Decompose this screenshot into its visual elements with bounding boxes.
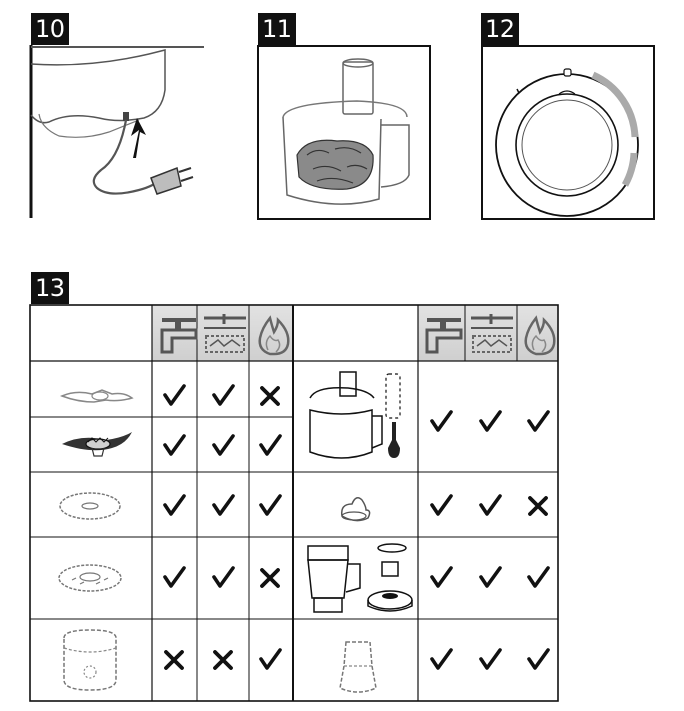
power-cord [92,119,160,195]
dishwasher-top-rack-icon [425,318,463,354]
speed-range-arc [591,71,639,138]
appliance-base-outline [30,49,166,124]
up-arrow-icon [131,118,146,158]
figure-13-label: 13 [31,272,69,304]
check-mark-icon [259,434,282,456]
cross-mark-icon [260,386,280,406]
check-mark-icon [259,494,282,516]
figure-11-label: 11 [258,13,296,45]
check-mark-icon [212,384,235,406]
bowl-lid [282,100,408,118]
check-mark-icon [430,648,453,670]
check-mark-icon [163,434,186,456]
dishwasher-top-rack-icon [160,318,198,354]
check-mark-icon [212,494,235,516]
check-mark-icon [163,566,186,588]
cleaning-marks [163,384,550,670]
dial-zero-marker [563,68,572,77]
bowl-lid-pusher-spatula-icon [309,371,401,459]
emulsifying-disc-icon [340,497,371,522]
check-mark-icon [430,410,453,432]
check-mark-icon [479,410,502,432]
dishwasher-bottom-rack-icon [204,314,246,353]
check-mark-icon [212,566,235,588]
cord-outlet [123,112,129,121]
cross-mark-icon [528,496,548,516]
dishwasher-bottom-rack-icon [471,314,513,353]
figure-10-label: 10 [31,13,69,45]
figure-11-illustration [257,45,431,220]
plug-icon [150,166,182,195]
check-mark-icon [163,494,186,516]
check-mark-icon [527,648,550,670]
check-mark-icon [527,566,550,588]
blender-jug-set-icon [307,543,413,613]
check-mark-icon [479,566,502,588]
hand-wash-flame-icon [524,315,556,356]
check-mark-icon [479,648,502,670]
hand-wash-flame-icon [258,315,290,356]
figure-10-illustration [29,40,204,220]
check-mark-icon [259,648,282,670]
processor-bowl-icon [63,629,117,691]
cross-mark-icon [213,650,233,670]
check-mark-icon [163,384,186,406]
slicing-disc-icon [59,492,121,520]
cross-mark-icon [260,568,280,588]
blade-knife-large-icon [62,432,132,457]
chopped-food [296,139,374,190]
blade-knife-small-icon [59,389,134,403]
cross-mark-icon [164,650,184,670]
check-mark-icon [212,434,235,456]
mini-chopper-bowl-icon [339,641,377,693]
bowl-handle [380,124,410,188]
check-mark-icon [479,494,502,516]
grating-disc-icon [58,564,122,592]
figure-12-label: 12 [481,13,519,45]
check-mark-icon [430,494,453,516]
bowl-body [282,116,382,205]
dial-pulse-marker [516,88,520,94]
figure-12-illustration [481,45,655,220]
check-mark-icon [430,566,453,588]
feed-tube [342,61,374,115]
check-mark-icon [527,410,550,432]
dial-inner-ring [515,93,619,197]
